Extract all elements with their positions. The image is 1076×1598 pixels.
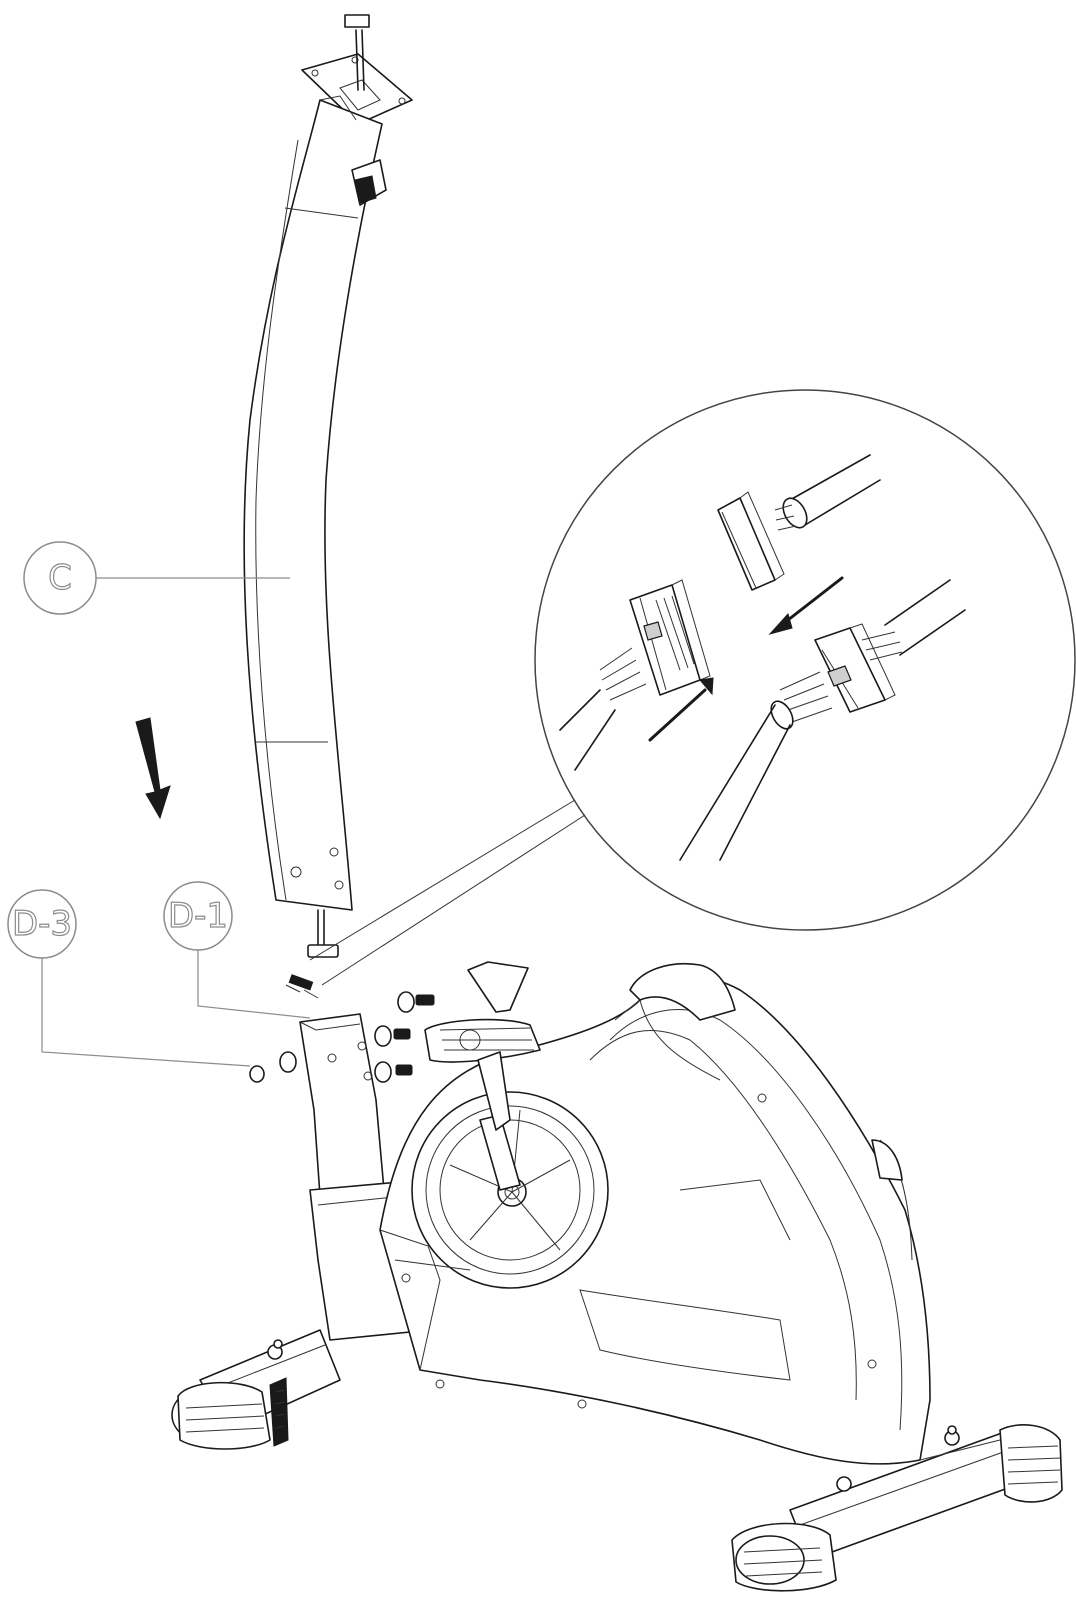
rear-stabilizer [731, 1424, 1063, 1592]
connector-socket-icon [717, 491, 785, 591]
callout-d1: D-1 [163, 881, 311, 1019]
callout-d3-label: D-3 [12, 904, 72, 944]
push-arrow-icon [648, 576, 844, 742]
bolts-and-washers [249, 974, 435, 1083]
arrow-down-icon [135, 717, 171, 820]
front-stabilizer [171, 1329, 341, 1450]
bike-frame [299, 961, 931, 1465]
callout-d3: D-3 [7, 889, 251, 1067]
handlebar-post [243, 14, 413, 958]
callout-d1-label: D-1 [168, 896, 228, 936]
callout-c-label: C [48, 558, 72, 598]
connector-zoom-detail [309, 389, 1076, 986]
callout-c: C [23, 541, 290, 615]
